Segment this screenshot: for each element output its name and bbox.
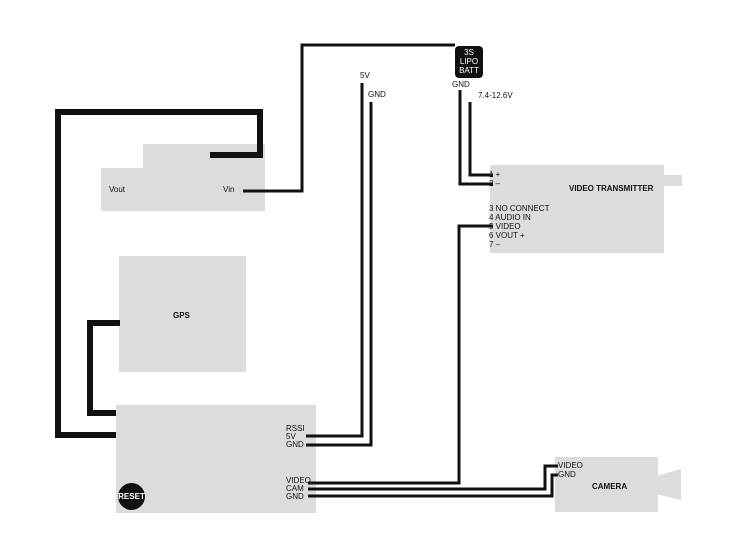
vtx-pin-5: 5 VIDEO <box>489 222 521 231</box>
controller-pin-video: VIDEO <box>286 476 311 485</box>
battery-voltage-label: 7.4-12.6V <box>478 91 513 100</box>
video-transmitter-board <box>490 165 664 253</box>
vtx-pin-6: 6 VOUT + <box>489 231 525 240</box>
camera-pin-video: VIDEO <box>558 461 583 470</box>
controller-pin-gnd-2: GND <box>286 492 304 501</box>
battery-label-1: 3S <box>464 48 474 57</box>
wire-battery-gnd-to-vtx <box>458 90 493 186</box>
vtx-pin-4: 4 AUDIO IN <box>489 213 531 222</box>
battery-label-3: BATT <box>459 66 479 75</box>
vtx-pin-2: 2 – <box>489 179 501 188</box>
controller-pin-5v: 5V <box>286 432 296 441</box>
camera-board <box>555 457 658 512</box>
wire-video-to-vtx <box>308 224 493 485</box>
battery-gnd-label: GND <box>452 80 470 89</box>
wire-regulator-ground-loop <box>55 109 263 438</box>
controller-pin-gnd: GND <box>286 440 304 449</box>
vtx-pin-7: 7 – <box>489 240 501 249</box>
vtx-title: VIDEO TRANSMITTER <box>569 184 654 193</box>
wire-camera-gnd <box>308 473 558 498</box>
camera-lens-icon <box>656 469 681 500</box>
controller-board <box>116 405 316 513</box>
battery-3s-lipo: 3S LIPO BATT <box>455 46 483 78</box>
video-transmitter-antenna-stub <box>663 175 682 186</box>
camera-title: CAMERA <box>592 482 628 491</box>
regulator-vout-label: Vout <box>109 185 126 194</box>
wire-gps-controller-link <box>87 320 120 416</box>
camera-pin-gnd: GND <box>558 470 576 479</box>
wire-5v-rail <box>306 83 364 438</box>
wire-battery-pos-to-vtx <box>468 102 493 177</box>
wire-camera-video <box>308 464 558 491</box>
rail-gnd-label: GND <box>368 90 386 99</box>
regulator-vin-label: Vin <box>223 185 235 194</box>
gps-module <box>119 256 246 372</box>
wire-battery-to-vin <box>243 43 455 193</box>
wire-gnd-rail <box>306 102 373 447</box>
battery-label-2: LIPO <box>459 57 479 66</box>
vtx-pin-1: 1 + <box>489 170 501 179</box>
controller-pin-cam: CAM <box>286 484 304 493</box>
rail-5v-label: 5V <box>360 71 370 80</box>
reset-button[interactable]: RESET <box>118 483 145 510</box>
controller-pin-rssi: RSSI <box>286 424 305 433</box>
regulator-board <box>101 168 265 211</box>
gps-title: GPS <box>173 311 190 320</box>
vtx-pin-3: 3 NO CONNECT <box>489 204 550 213</box>
